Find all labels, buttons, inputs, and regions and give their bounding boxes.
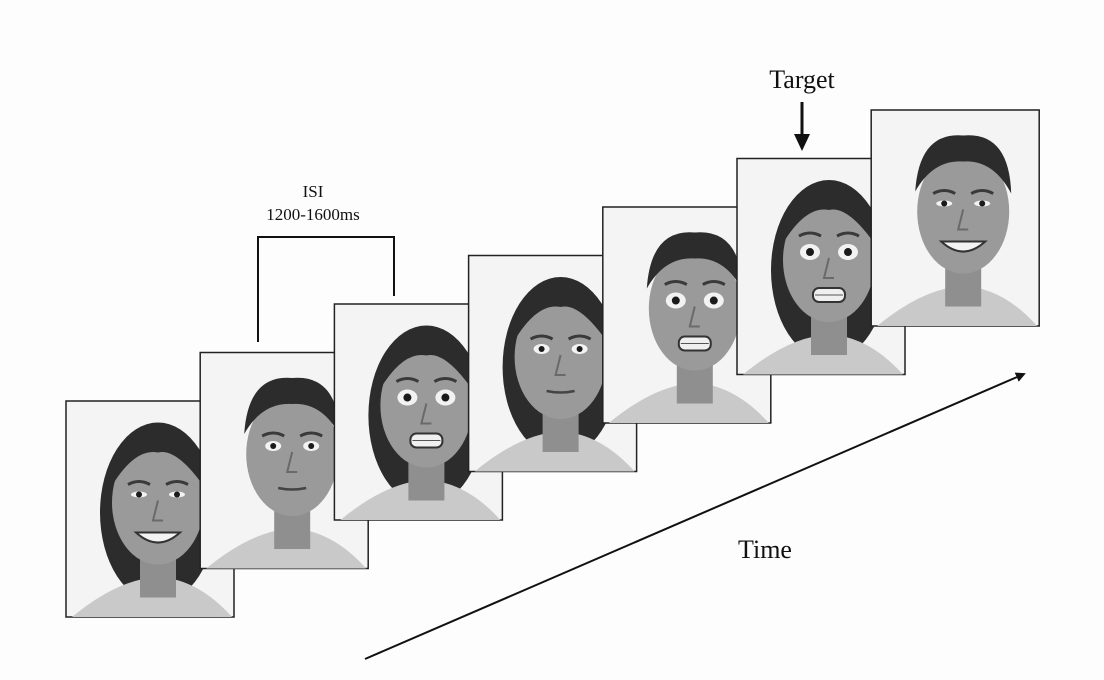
face-frame-6-target <box>736 157 906 376</box>
target-arrow <box>794 102 810 151</box>
isi-bracket <box>257 236 395 342</box>
isi-label: ISI <box>303 182 324 201</box>
time-label: Time <box>738 535 792 564</box>
target-label: Target <box>769 65 835 94</box>
face-frame-7 <box>870 109 1040 327</box>
stimulus-sequence <box>65 109 1040 618</box>
face-frame-3 <box>333 303 504 521</box>
isi-duration-label: 1200-1600ms <box>266 205 360 224</box>
time-arrow <box>364 372 1026 660</box>
